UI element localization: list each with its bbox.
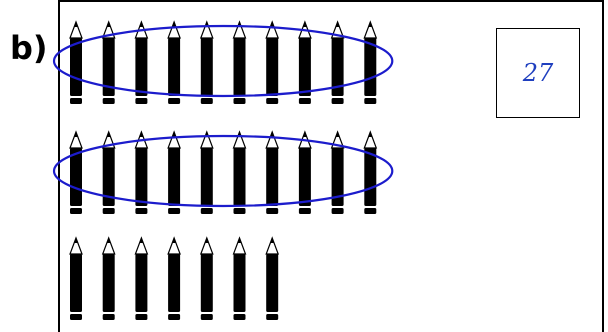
pencil xyxy=(69,236,83,320)
pencil xyxy=(232,130,247,214)
group-of-ten-ring xyxy=(52,24,394,98)
pencil xyxy=(232,236,247,320)
pencil xyxy=(199,130,214,214)
pencil xyxy=(363,130,378,214)
frame xyxy=(58,0,604,332)
pencil xyxy=(69,130,83,214)
pencil xyxy=(134,130,149,214)
pencil xyxy=(134,236,149,320)
pencil xyxy=(167,236,181,320)
pencil xyxy=(265,20,280,104)
pencil xyxy=(298,20,312,104)
pencil xyxy=(167,20,181,104)
pencil xyxy=(265,130,280,214)
pencil xyxy=(199,20,214,104)
pencil xyxy=(101,236,116,320)
pencil xyxy=(69,20,83,104)
pencil xyxy=(199,236,214,320)
pencil xyxy=(134,20,149,104)
pencil xyxy=(265,236,280,320)
pencil xyxy=(298,130,312,214)
pencil xyxy=(232,20,247,104)
pencil xyxy=(167,130,181,214)
group-of-ten-ring xyxy=(52,134,394,208)
frame-top-edge xyxy=(58,0,604,2)
pencil xyxy=(101,20,116,104)
answer-box: 27 xyxy=(496,28,580,118)
pencil xyxy=(363,20,378,104)
answer-text: 27 xyxy=(522,59,554,87)
part-label: b) xyxy=(10,29,48,67)
